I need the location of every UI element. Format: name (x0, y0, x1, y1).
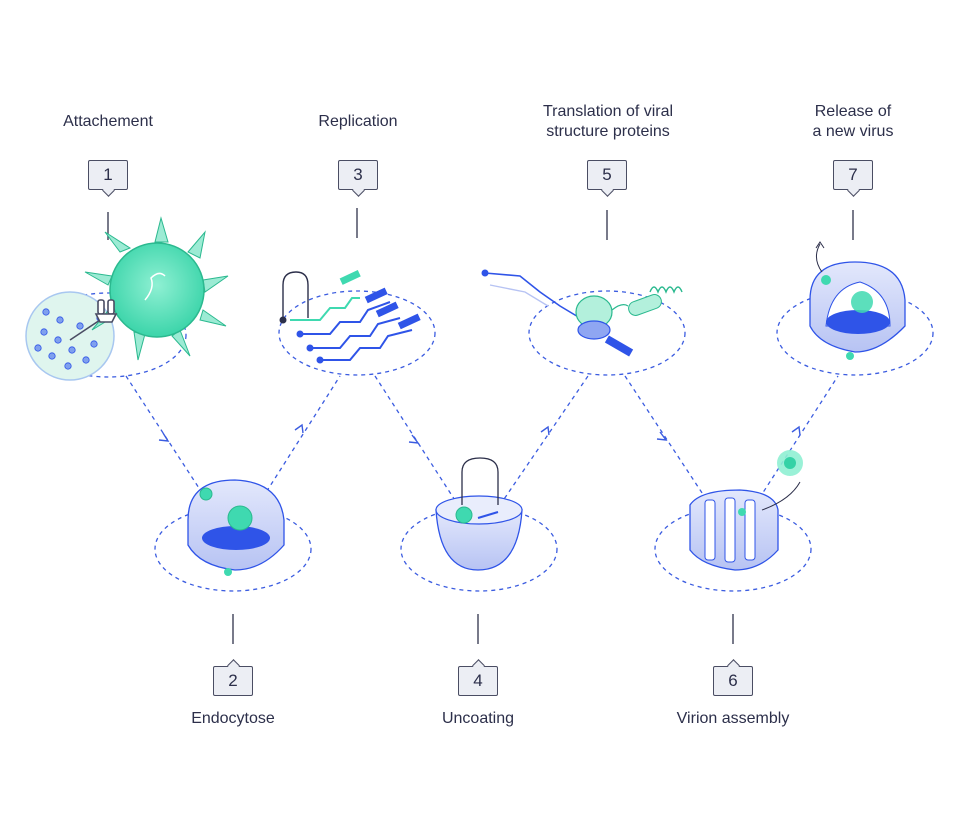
step-7-label-line2: a new virus (812, 123, 894, 140)
flow-path (125, 375, 839, 506)
virus-body (109, 242, 205, 338)
step-4-badge: 4 (458, 666, 498, 696)
rna-strands (290, 297, 413, 361)
arrow-5-6 (656, 431, 668, 441)
endocytosis-illustration (187, 479, 285, 576)
step-7-badge: 7 (833, 160, 873, 190)
arrow-3-4 (408, 434, 420, 444)
step-2-label: Endocytose (191, 710, 275, 727)
virion-assembly-illustration (689, 450, 803, 571)
uncoating-illustration (435, 457, 523, 571)
step-1-label: Attachement (63, 113, 153, 130)
ribosome-bottom (577, 320, 611, 340)
protein-chain (628, 286, 683, 316)
step-1-badge: 1 (88, 160, 128, 190)
attachment-illustration (25, 216, 229, 381)
release-illustration (809, 241, 906, 360)
released-virus (821, 275, 831, 285)
connector-lines (107, 208, 854, 644)
arrow-4-5 (540, 425, 550, 436)
step-5-label-line2: structure proteins (546, 123, 670, 140)
step-3-label: Replication (318, 113, 398, 130)
step-5-label-line1: Translation of viral (542, 103, 674, 120)
step-6-badge: 6 (713, 666, 753, 696)
step-5-badge: 5 (587, 160, 627, 190)
step-2-badge: 2 (213, 666, 253, 696)
flow-arrows (158, 423, 801, 444)
arrow-6-7 (791, 425, 801, 436)
step-4-label: Uncoating (441, 710, 515, 727)
replication-loop-arrow (282, 271, 309, 318)
rna-heads (296, 330, 324, 364)
platform-3 (278, 290, 436, 376)
replication-illustration (279, 270, 421, 364)
translation-illustration (481, 269, 683, 357)
step-7-label-line1: Release of (814, 103, 892, 120)
arrow-2-3 (294, 423, 304, 434)
platform-5 (528, 290, 686, 376)
rna-end-bars (339, 270, 421, 330)
step-3-badge: 3 (338, 160, 378, 190)
step-6-label: Virion assembly (676, 710, 790, 727)
attachment-key (69, 299, 118, 341)
arrow-1-2 (158, 432, 170, 442)
